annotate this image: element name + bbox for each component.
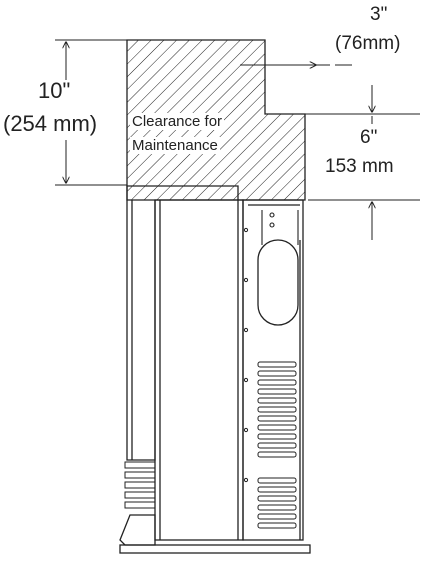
rear-vent-slot bbox=[257, 239, 299, 326]
dimension-right-bottom bbox=[308, 116, 420, 240]
clearance-label-line1: Clearance for bbox=[130, 113, 225, 130]
top-step-mm: 153 mm bbox=[325, 156, 394, 177]
appliance bbox=[119, 185, 311, 554]
rear-louvres-upper bbox=[257, 361, 297, 458]
side-step-mm: (76mm) bbox=[335, 33, 401, 54]
rear-side-fasteners bbox=[243, 227, 249, 483]
height-total-inches: 10" bbox=[38, 78, 71, 103]
clearance-label-line2: Maintenance bbox=[130, 137, 220, 154]
height-total-mm: (254 mm) bbox=[3, 111, 98, 136]
rear-louvres-lower bbox=[257, 477, 297, 529]
dimension-right-top bbox=[240, 65, 420, 115]
front-vents bbox=[124, 461, 156, 509]
mounting-bracket bbox=[261, 210, 299, 245]
top-step-inches: 6" bbox=[360, 127, 378, 148]
dimension-left bbox=[55, 39, 127, 186]
side-step-inches: 3" bbox=[370, 4, 388, 25]
